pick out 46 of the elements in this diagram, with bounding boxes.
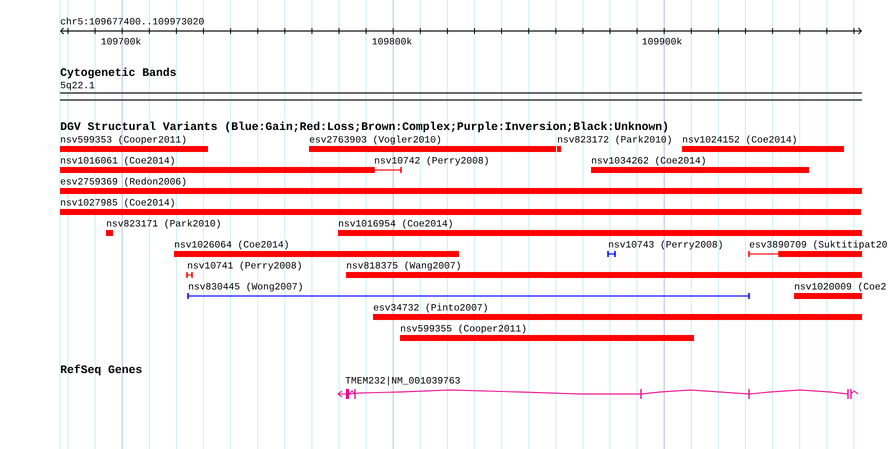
node-label: nsv1024152 (Coe2014) [683,136,796,144]
variant-feature: nsv599355 (Cooper2011) [400,324,694,341]
tick-label: 109700k [102,37,141,45]
variant-feature: nsv1027985 (Coe2014) [60,198,861,215]
node-label: nsv1027985 (Coe2014) [61,198,174,208]
variant-feature: esv2759369 (Redon2006) [60,178,862,194]
variant-feature: nsv830445 (Wong2007) [187,282,750,299]
node-label: nsv823172 (Park2010) [558,136,671,144]
band-label: 5q22.1 [60,82,94,90]
node-label: esv2759369 (Redon2006) [60,178,186,186]
variant-feature: nsv599353 (Cooper2011) [60,136,208,152]
node-label: nsv1020009 (Coe2 [795,282,886,292]
track-title: DGV Structural Variants (Blue:Gain;Red:Loss;Brown:Complex;Purple:Inversion;Black:Unknown) [60,122,668,132]
coordinate-label: chr5:109677400..109973020 [60,17,204,25]
node-label: nsv818375 (Wang2007) [347,262,460,270]
variant-feature: nsv1020009 (Coe2 [794,282,886,299]
variant-feature: nsv10741 (Perry2008) [186,262,301,278]
variant-feature: nsv818375 (Wang2007) [346,262,862,278]
variant-feature: nsv823171 (Park2010) [106,220,220,236]
variant-feature: nsv1034262 (Coe2014) [591,156,809,173]
node-label: nsv1016954 (Coe2014) [339,220,452,228]
variant-feature: nsv1016954 (Coe2014) [338,220,862,236]
track-title: RefSeq Genes [60,364,142,376]
variant-feature: nsv823172 (Park2010) [557,136,671,152]
variant-feature: esv34732 (Pinto2007) [373,304,862,320]
variant-feature: nsv1026064 (Coe2014) [174,240,459,257]
node-label: esv3890709 (Suktitipat20 [750,240,887,250]
tick-label: 109900k [642,37,682,45]
gene-model: TMEM232|NM_001039763 [337,376,858,399]
node-label: nsv599355 (Cooper2011) [401,324,526,334]
variant-feature: nsv10743 (Perry2008) [607,240,722,257]
node-label: nsv599353 (Cooper2011) [61,136,186,144]
node-label: TMEM232|NM_001039763 [346,376,460,386]
node-label: esv2763903 (Vogler2010) [310,136,440,144]
variant-feature: nsv10742 (Perry2008) [373,156,488,173]
node-label: nsv1034262 (Coe2014) [592,156,705,166]
tick-label: 109800k [372,37,412,45]
variant-feature: nsv1024152 (Coe2014) [682,136,844,152]
variant-feature: nsv1016061 (Coe2014) [60,156,374,173]
variant-feature: esv2763903 (Vogler2010) [309,136,556,152]
track-title: Cytogenetic Bands [60,68,176,78]
node-label: esv34732 (Pinto2007) [374,304,487,312]
node-label: nsv1026064 (Coe2014) [175,240,288,250]
node-label: nsv823171 (Park2010) [107,220,220,228]
variant-feature: esv3890709 (Suktitipat20 [748,240,887,257]
node-label: nsv1016061 (Coe2014) [61,156,174,166]
